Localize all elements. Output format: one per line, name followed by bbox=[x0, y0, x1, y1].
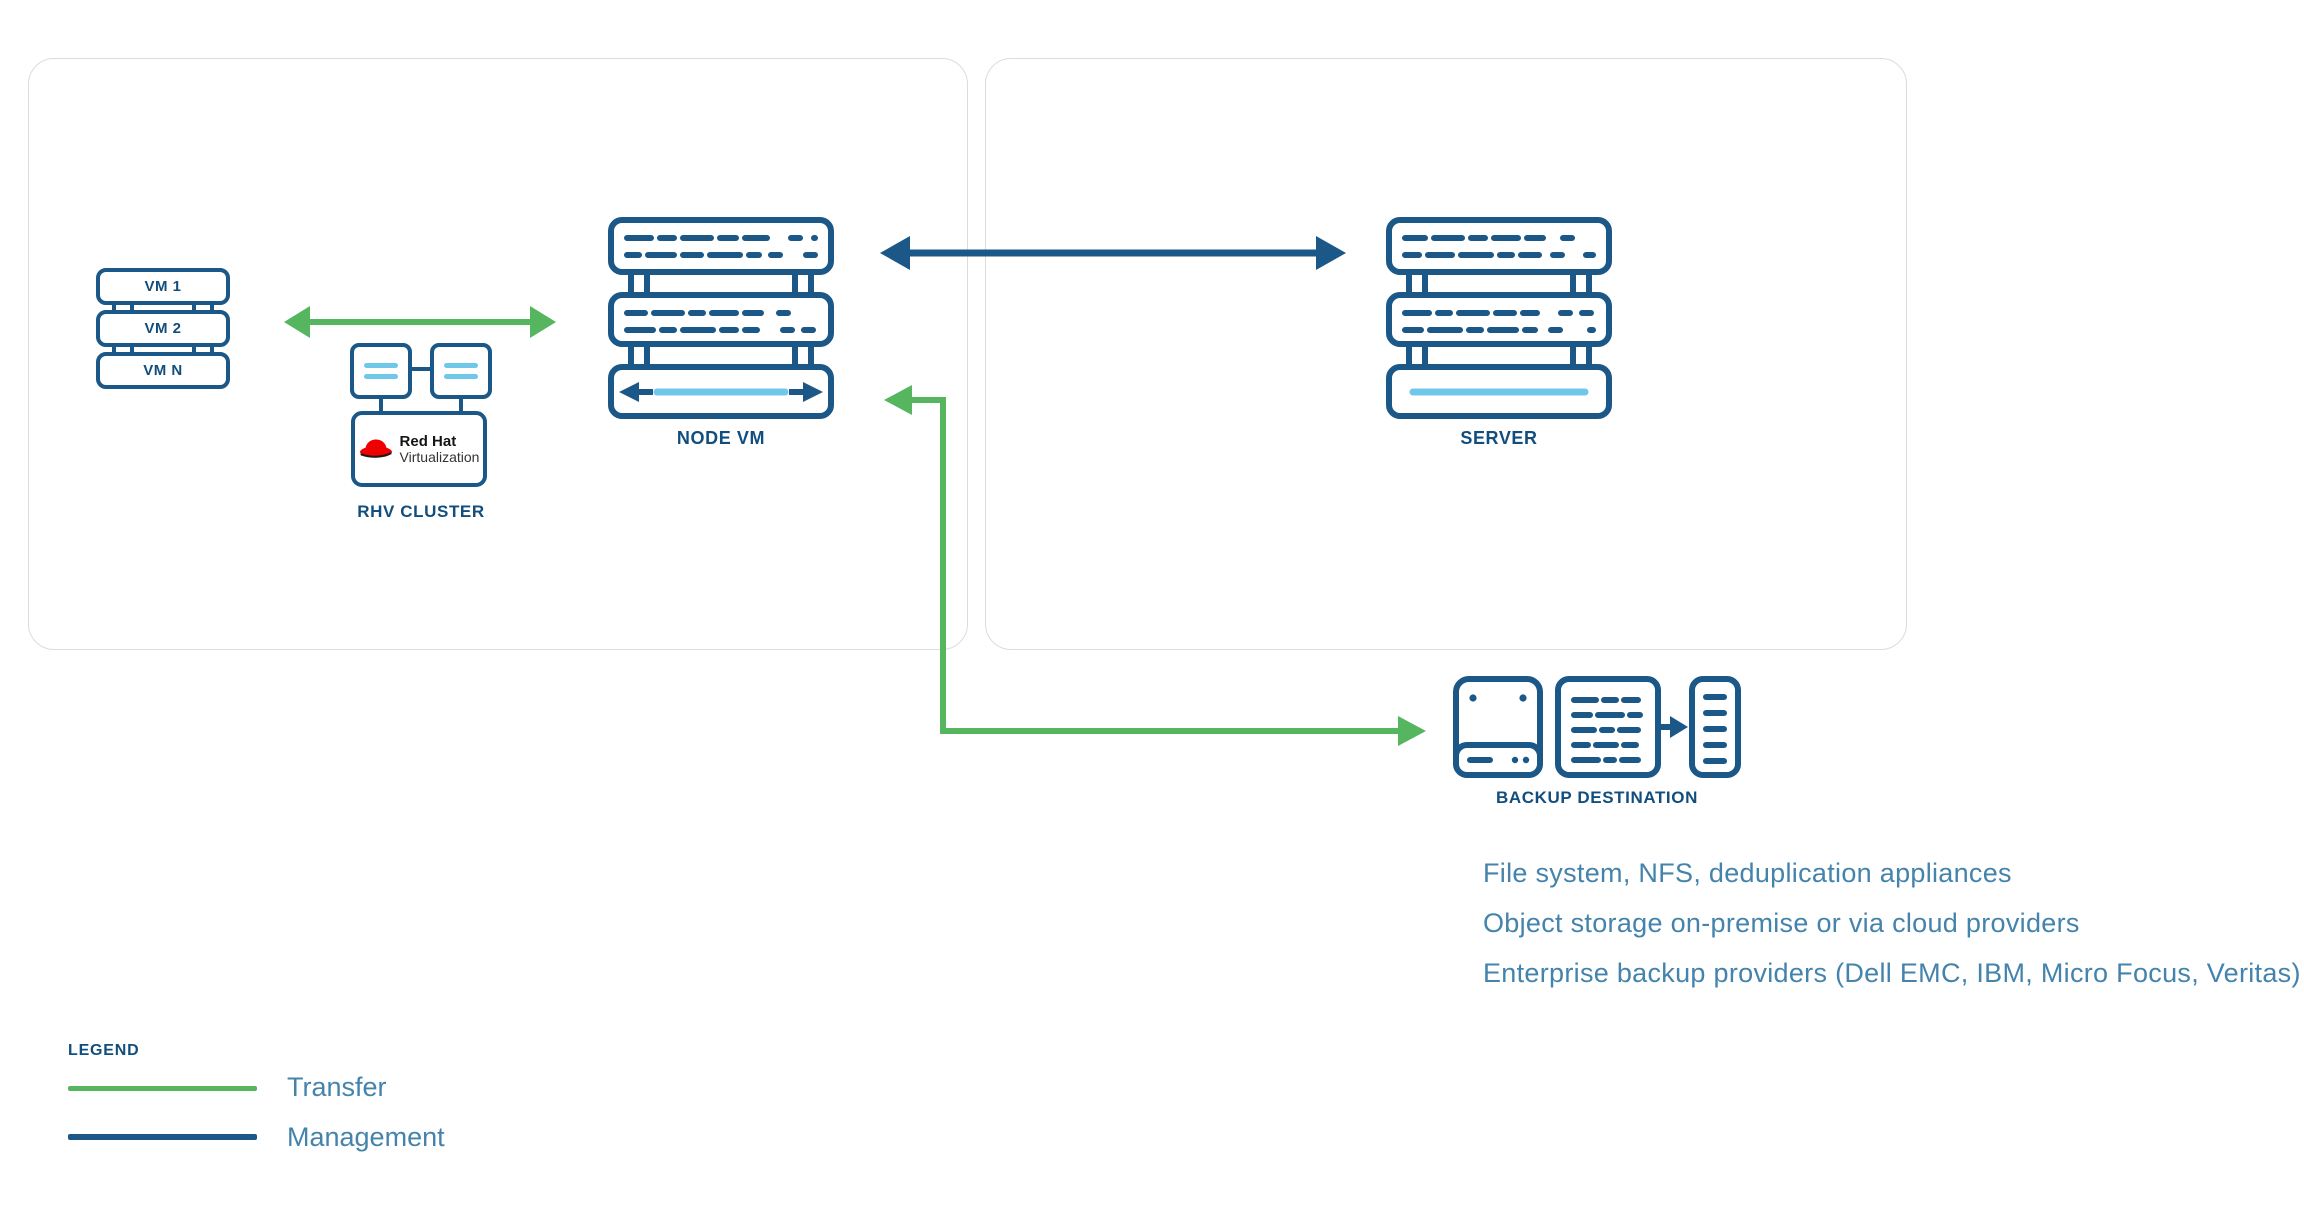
backup-destination-icons bbox=[1452, 675, 1742, 783]
node-vm-label: NODE VM bbox=[676, 428, 766, 448]
legend-management-line bbox=[68, 1134, 257, 1140]
vm-row: VM N bbox=[96, 352, 230, 389]
redhat-virtualization-box: Red Hat Virtualization bbox=[351, 411, 487, 487]
legend-title: LEGEND bbox=[68, 1042, 140, 1059]
legend-transfer-label: Transfer bbox=[287, 1072, 387, 1102]
rhv-connector bbox=[408, 367, 434, 371]
backup-note: Enterprise backup providers (Dell EMC, I… bbox=[1483, 958, 2301, 988]
legend-transfer-line bbox=[68, 1086, 257, 1091]
server-icon bbox=[1385, 216, 1613, 420]
server-label: SERVER bbox=[1460, 428, 1538, 448]
rhv-cluster-icon: Red Hat Virtualization bbox=[350, 343, 492, 493]
redhat-fedora-icon bbox=[359, 439, 392, 458]
backup-note: Object storage on-premise or via cloud p… bbox=[1483, 908, 2080, 938]
rhv-connector bbox=[459, 397, 463, 415]
rhv-connector bbox=[379, 397, 383, 415]
node-vm-icon bbox=[607, 216, 835, 420]
copy-arrow-icon bbox=[1660, 716, 1688, 738]
redhat-logo-text: Red Hat Virtualization bbox=[399, 432, 480, 465]
storage-appliance-icon bbox=[1453, 676, 1543, 778]
vm-row: VM 2 bbox=[96, 310, 230, 347]
backup-note: File system, NFS, deduplication applianc… bbox=[1483, 858, 2012, 888]
legend-management-label: Management bbox=[287, 1122, 445, 1152]
rhv-cluster-label: RHV CLUSTER bbox=[357, 502, 485, 521]
vm-row: VM 1 bbox=[96, 268, 230, 305]
tape-archive-icon bbox=[1689, 676, 1741, 778]
backup-destination-label: BACKUP DESTINATION bbox=[1496, 788, 1698, 807]
vm-label: VM 2 bbox=[144, 320, 182, 337]
vm-label: VM N bbox=[143, 362, 183, 379]
host-node-icon bbox=[350, 343, 412, 399]
data-block-icon bbox=[1555, 676, 1661, 778]
vm-label: VM 1 bbox=[144, 278, 182, 295]
host-node-icon bbox=[430, 343, 492, 399]
vm-stack-icon: VM 1 VM 2 VM N bbox=[96, 268, 230, 392]
